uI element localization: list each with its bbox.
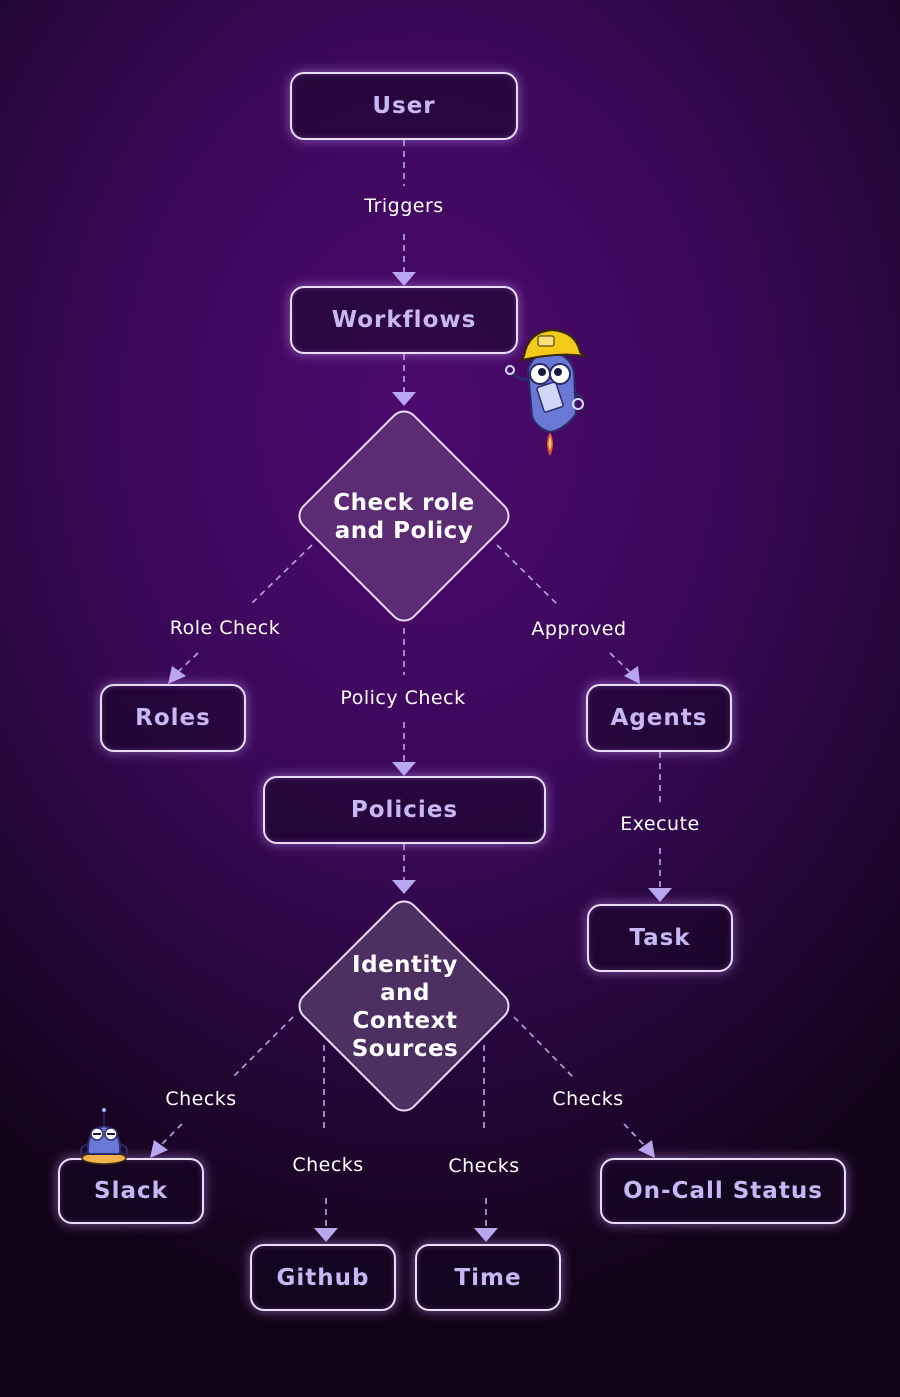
edge-label-checks-time: Checks: [448, 1155, 520, 1177]
edge-label-checks-oncall: Checks: [552, 1088, 624, 1110]
decision-identity-line: Context: [352, 1008, 458, 1034]
edge-label-execute: Execute: [620, 813, 700, 835]
decision-identity-text: Identity and Context Sources: [352, 951, 459, 1063]
edge-checks-slack: [159, 1123, 183, 1147]
edge-diamond2-slack: [231, 1016, 294, 1079]
robot-mascot-hardhat-icon: [505, 328, 587, 456]
edge-diamond2-oncall: [513, 1016, 575, 1079]
edge-label-policy-check: Policy Check: [340, 687, 466, 709]
edge-approved-agents: [609, 652, 631, 673]
node-slack[interactable]: Slack: [58, 1158, 204, 1224]
arrowhead-agents: [624, 666, 640, 684]
edge-diamond-approved: [496, 544, 559, 606]
decision-diamond-check-role: [298, 410, 510, 622]
decision-identity-line: and: [380, 980, 430, 1006]
node-task[interactable]: Task: [587, 904, 733, 972]
arrowhead-diamond2: [392, 880, 416, 894]
decision-check-role-text: Check role and Policy: [333, 489, 474, 545]
robot-mascot-meditating-icon: [79, 1108, 129, 1165]
decision-identity-line: Sources: [351, 1036, 459, 1062]
edge-label-checks-github: Checks: [292, 1154, 364, 1176]
decision-check-role-line: Check role: [333, 490, 475, 516]
decision-diamond-identity: [298, 900, 510, 1112]
arrowhead-oncall: [638, 1140, 655, 1158]
arrowhead-roles: [168, 666, 186, 684]
node-github[interactable]: Github: [250, 1244, 396, 1311]
edge-diamond-rolecheck: [249, 544, 313, 606]
node-workflows[interactable]: Workflows: [290, 286, 518, 354]
edge-label-triggers: Triggers: [364, 195, 444, 217]
edge-checks-oncall: [623, 1123, 646, 1147]
node-oncall[interactable]: On-Call Status: [600, 1158, 846, 1224]
node-time[interactable]: Time: [415, 1244, 561, 1311]
edge-label-role-check: Role Check: [169, 617, 281, 639]
edge-rolecheck-roles: [177, 652, 199, 673]
arrowhead-github: [314, 1228, 338, 1242]
arrowhead-diamond1: [392, 392, 416, 406]
arrowhead-task: [648, 888, 672, 902]
edge-label-checks-slack: Checks: [165, 1088, 237, 1110]
arrowhead-slack: [150, 1140, 168, 1158]
decision-identity-line: Identity: [352, 952, 458, 978]
arrowhead-workflows: [392, 272, 416, 286]
node-user[interactable]: User: [290, 72, 518, 140]
node-policies[interactable]: Policies: [263, 776, 546, 844]
edge-label-approved: Approved: [531, 618, 627, 640]
arrowhead-time: [474, 1228, 498, 1242]
arrowhead-policies: [392, 762, 416, 776]
decision-check-role-line: and Policy: [334, 518, 474, 544]
node-roles[interactable]: Roles: [100, 684, 246, 752]
node-agents[interactable]: Agents: [586, 684, 732, 752]
